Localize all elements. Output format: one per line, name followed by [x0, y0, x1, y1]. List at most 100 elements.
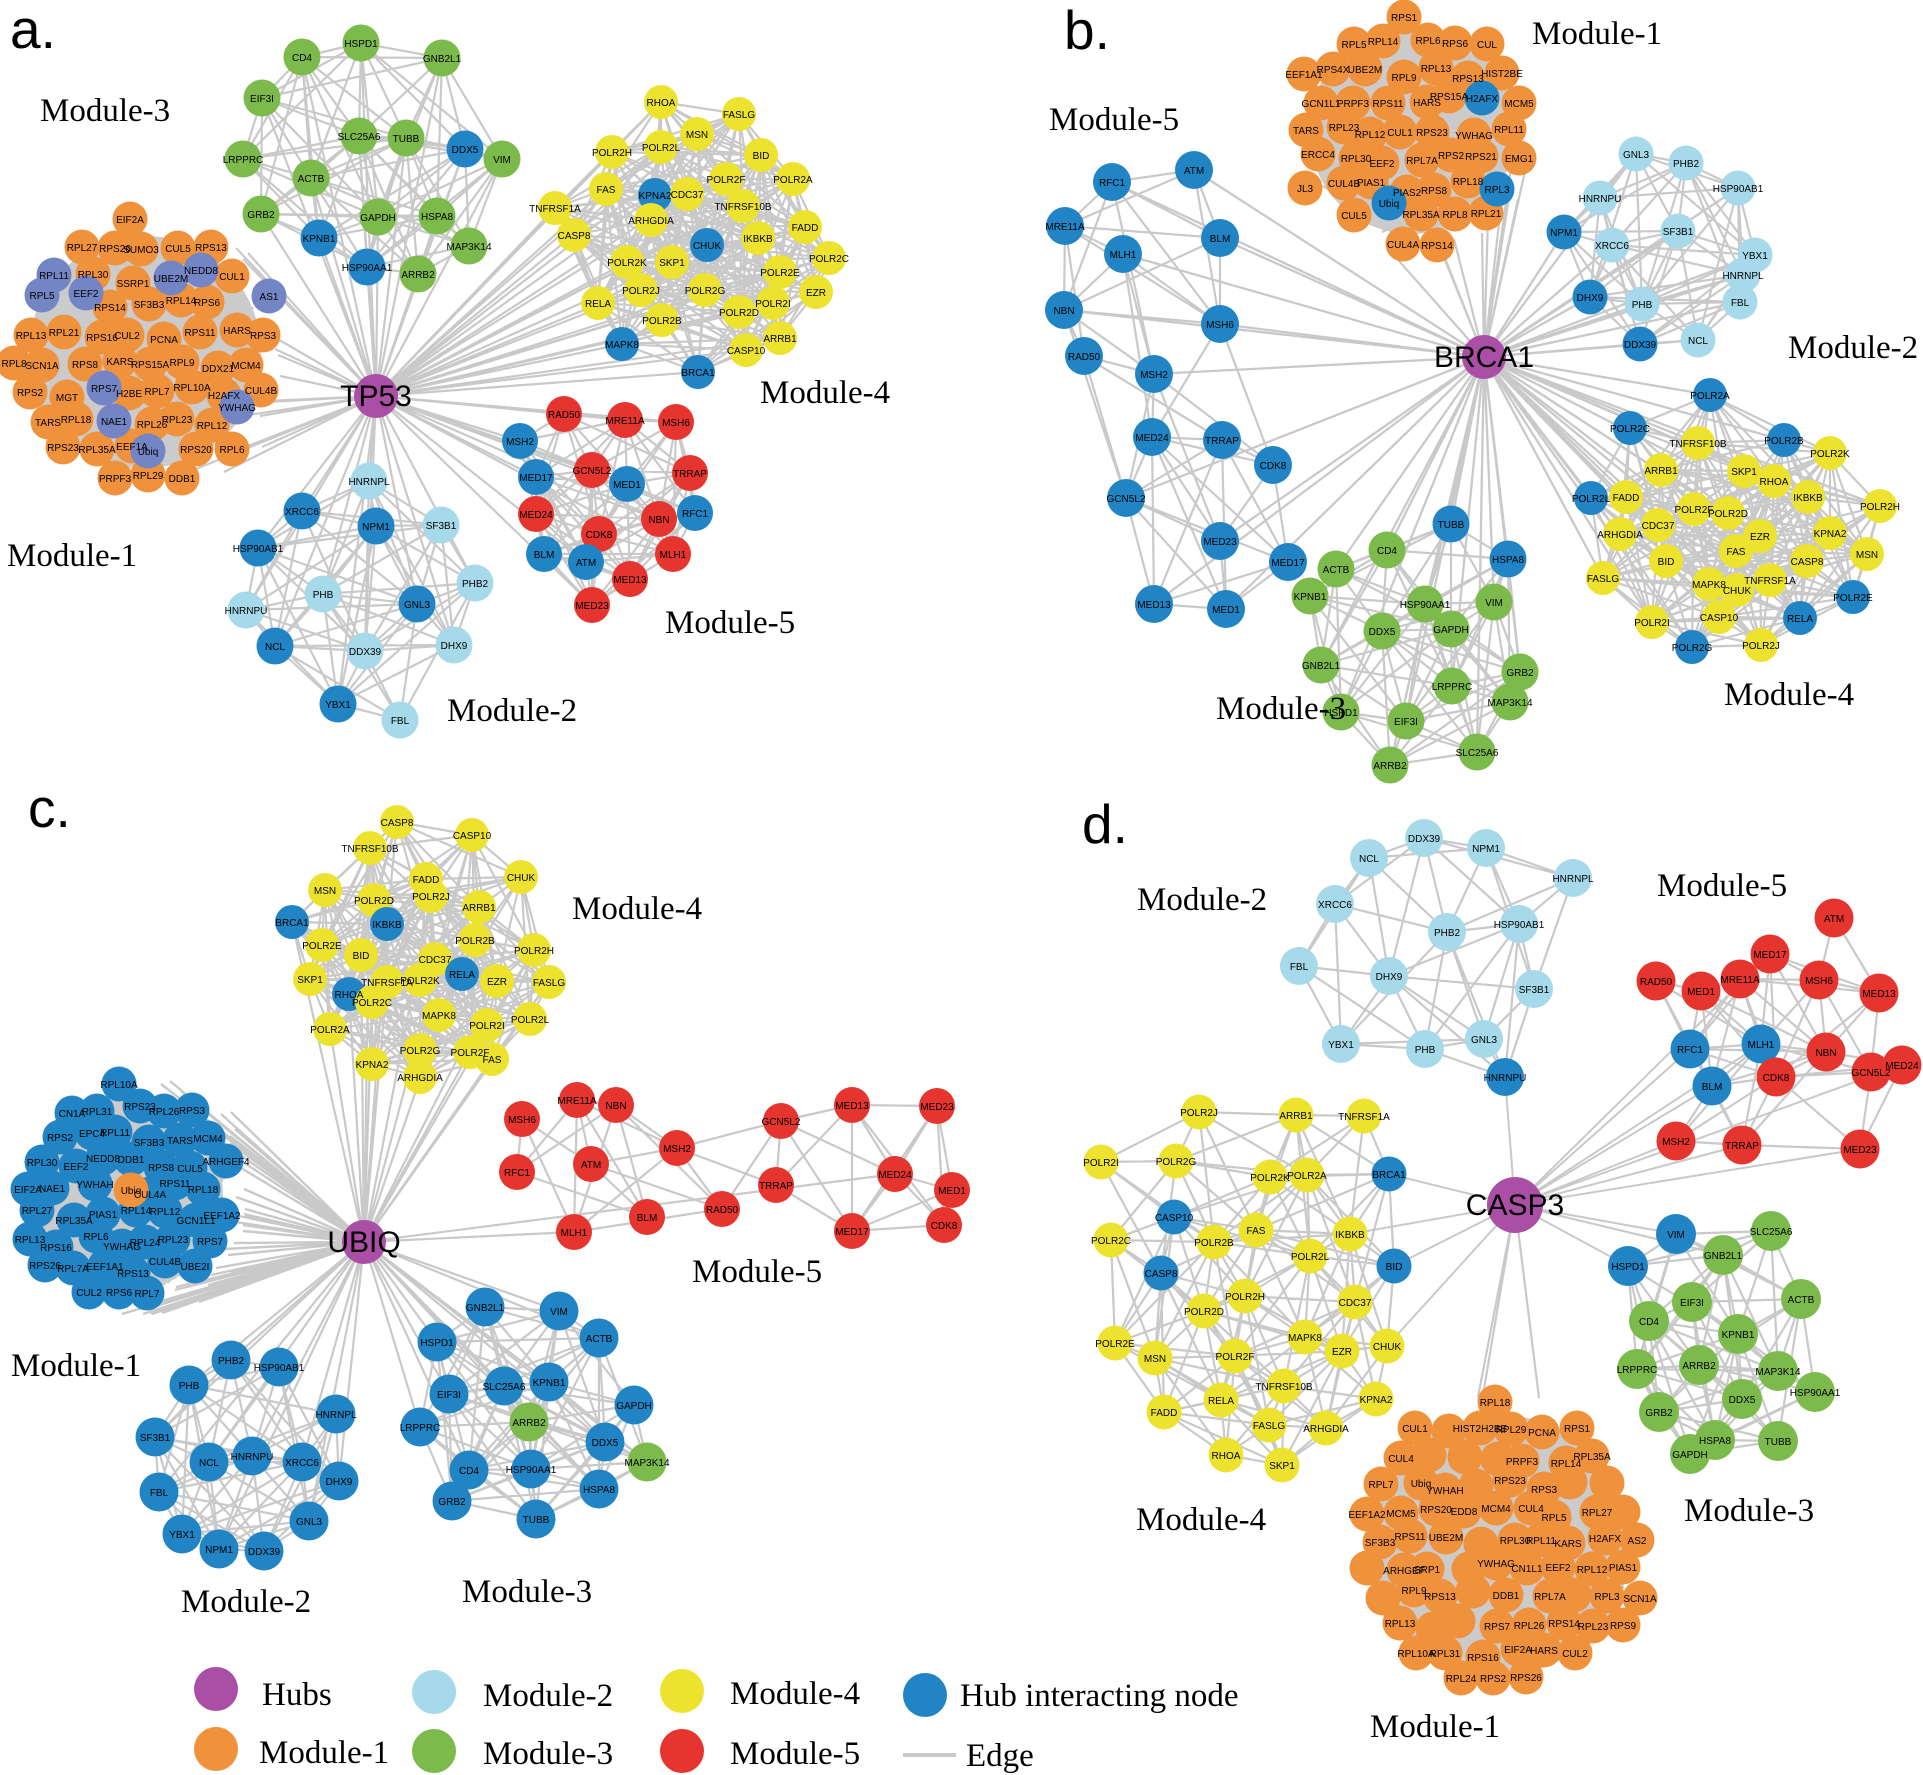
svg-text:GNB2L1: GNB2L1 — [466, 1303, 505, 1314]
svg-text:TNFRSF1A: TNFRSF1A — [1744, 576, 1796, 587]
svg-text:ARRB1: ARRB1 — [763, 334, 797, 345]
svg-text:HNRNPL: HNRNPL — [1552, 874, 1594, 885]
svg-text:CHUK: CHUK — [693, 241, 722, 252]
svg-text:POLR2F: POLR2F — [451, 1048, 490, 1059]
svg-text:SLC25A6: SLC25A6 — [338, 132, 381, 143]
svg-text:POLR2C: POLR2C — [1610, 424, 1650, 435]
svg-text:CUL2: CUL2 — [1562, 1649, 1588, 1660]
svg-text:NBN: NBN — [1053, 306, 1074, 317]
svg-text:RPL3: RPL3 — [1484, 185, 1509, 196]
svg-text:RHOA: RHOA — [1760, 477, 1789, 488]
svg-text:RPL8: RPL8 — [1442, 210, 1467, 221]
svg-text:MSH2: MSH2 — [1662, 1137, 1690, 1148]
svg-text:NCL: NCL — [1359, 854, 1379, 865]
svg-text:CHUK: CHUK — [507, 873, 536, 884]
svg-text:MED13: MED13 — [835, 1101, 869, 1112]
svg-text:MSN: MSN — [1856, 550, 1878, 561]
svg-text:MAPK8: MAPK8 — [422, 1011, 456, 1022]
svg-text:POLR2E: POLR2E — [760, 268, 800, 279]
svg-text:POLR2H: POLR2H — [1860, 502, 1900, 513]
svg-text:ARRB2: ARRB2 — [512, 1418, 546, 1429]
svg-text:PHB: PHB — [1415, 1045, 1436, 1056]
svg-text:FAS: FAS — [483, 1055, 502, 1066]
svg-text:d.: d. — [1082, 793, 1128, 855]
svg-text:CD4: CD4 — [292, 53, 312, 64]
svg-text:CUL1: CUL1 — [1402, 1424, 1428, 1435]
svg-text:SF3B3: SF3B3 — [134, 1138, 165, 1149]
svg-text:ATM: ATM — [581, 1160, 601, 1171]
svg-text:HSP90AB1: HSP90AB1 — [1494, 920, 1545, 931]
svg-text:POLR2A: POLR2A — [310, 1025, 350, 1036]
svg-text:AS1: AS1 — [260, 292, 279, 303]
svg-text:GNB2L1: GNB2L1 — [1704, 1251, 1743, 1262]
svg-text:DHX9: DHX9 — [1577, 293, 1604, 304]
svg-text:MED24: MED24 — [878, 1170, 912, 1181]
svg-text:CASP8: CASP8 — [558, 231, 591, 242]
svg-text:DDX5: DDX5 — [452, 145, 479, 156]
svg-text:RPL13: RPL13 — [1385, 1619, 1416, 1630]
svg-text:NAE1: NAE1 — [39, 1184, 66, 1195]
svg-text:RPS16: RPS16 — [40, 1243, 72, 1254]
svg-text:RPL14: RPL14 — [166, 296, 197, 307]
svg-text:PIAS1: PIAS1 — [1357, 178, 1386, 189]
svg-text:CDK8: CDK8 — [1260, 461, 1287, 472]
svg-text:KPNA2: KPNA2 — [356, 1060, 389, 1071]
svg-text:RPS13: RPS13 — [1424, 1592, 1456, 1603]
svg-text:RPL27: RPL27 — [22, 1206, 53, 1217]
svg-text:RPS4X: RPS4X — [1317, 65, 1350, 76]
svg-text:RPL24: RPL24 — [130, 1238, 161, 1249]
svg-text:RPS11: RPS11 — [185, 328, 216, 339]
svg-text:POLR2J: POLR2J — [1180, 1108, 1218, 1119]
svg-text:Module-4: Module-4 — [1136, 1502, 1266, 1538]
svg-text:XRCC6: XRCC6 — [285, 1458, 319, 1469]
svg-text:RPS7: RPS7 — [197, 1237, 224, 1248]
svg-text:DDX5: DDX5 — [1369, 627, 1396, 638]
svg-text:FADD: FADD — [792, 223, 819, 234]
svg-text:MRE11A: MRE11A — [1045, 222, 1085, 233]
svg-text:PIAS2: PIAS2 — [1393, 188, 1422, 199]
svg-text:GRB2: GRB2 — [438, 1497, 466, 1508]
svg-text:KPNA2: KPNA2 — [639, 191, 672, 202]
svg-text:BRCA1: BRCA1 — [275, 918, 309, 929]
svg-text:TUBB: TUBB — [393, 134, 420, 145]
svg-text:Module-1: Module-1 — [259, 1735, 389, 1771]
svg-text:RPL10A: RPL10A — [1397, 1649, 1435, 1660]
svg-text:SF3B3: SF3B3 — [1365, 1538, 1396, 1549]
svg-text:Module-3: Module-3 — [462, 1574, 592, 1610]
svg-text:DHX9: DHX9 — [326, 1477, 353, 1488]
svg-text:POLR2C: POLR2C — [1091, 1236, 1131, 1247]
svg-text:ACTB: ACTB — [1323, 565, 1350, 576]
svg-text:CUL4A: CUL4A — [1387, 240, 1420, 251]
svg-text:CUL4: CUL4 — [1518, 1504, 1544, 1515]
svg-text:FADD: FADD — [1613, 493, 1640, 504]
svg-text:PHB: PHB — [313, 590, 334, 601]
svg-text:RPS3: RPS3 — [250, 331, 277, 342]
svg-text:DDX5: DDX5 — [1729, 1395, 1756, 1406]
svg-text:FAS: FAS — [1247, 1226, 1266, 1237]
svg-text:HNRNPU: HNRNPU — [231, 1452, 274, 1463]
svg-text:DDX39: DDX39 — [349, 647, 382, 658]
svg-text:Ubiq: Ubiq — [138, 447, 159, 458]
svg-text:ARRB1: ARRB1 — [462, 903, 496, 914]
svg-text:MED23: MED23 — [575, 601, 609, 612]
svg-text:RPL12: RPL12 — [1577, 1565, 1608, 1576]
svg-text:RPL14: RPL14 — [1368, 37, 1399, 48]
svg-text:BLM: BLM — [637, 1213, 658, 1224]
svg-text:POLR2F: POLR2F — [1675, 505, 1714, 516]
svg-text:RPS20: RPS20 — [180, 445, 212, 456]
svg-text:FADD: FADD — [1151, 1408, 1178, 1419]
svg-text:GAPDH: GAPDH — [1672, 1450, 1708, 1461]
svg-text:EIF3I: EIF3I — [437, 1390, 461, 1401]
svg-text:PHB2: PHB2 — [1673, 159, 1700, 170]
svg-text:GAPDH: GAPDH — [1433, 625, 1469, 636]
svg-text:RPL7A: RPL7A — [1406, 156, 1438, 167]
svg-text:POLR2K: POLR2K — [1250, 1173, 1290, 1184]
svg-text:RPL26: RPL26 — [137, 420, 168, 431]
svg-text:RPS3: RPS3 — [1531, 1485, 1558, 1496]
svg-text:SKP1: SKP1 — [659, 258, 685, 269]
svg-text:POLR2E: POLR2E — [1833, 593, 1873, 604]
svg-text:Module-4: Module-4 — [730, 1676, 860, 1712]
svg-text:MRE11A: MRE11A — [1720, 975, 1760, 986]
svg-text:Module-1: Module-1 — [7, 538, 137, 574]
svg-text:POLR2H: POLR2H — [592, 148, 632, 159]
